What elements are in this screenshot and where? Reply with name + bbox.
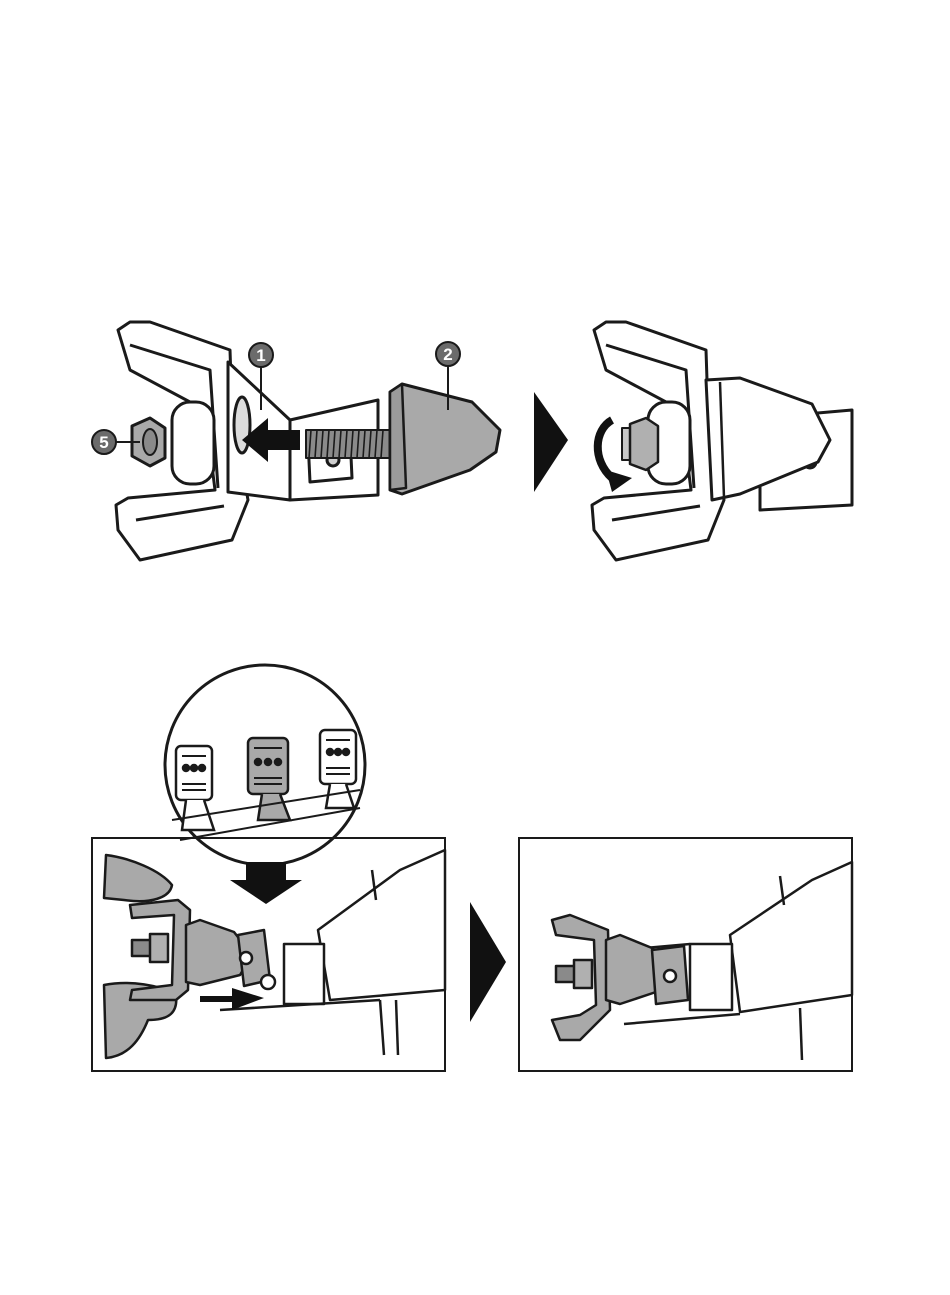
plate-screw-installed [664,970,676,982]
pedal-inset-magnifier [165,665,365,865]
step-2-assembled-view [592,322,852,560]
pedal-slider [284,944,324,1004]
callout-1-label: 1 [256,346,265,365]
pedal-rail [220,1000,384,1055]
step-4-installed-view [552,862,852,1060]
pedal-hole-install [261,975,275,989]
threaded-bolt [306,430,392,458]
nut-installed [574,960,592,988]
hex-nut-assembled [630,418,658,470]
pedal-body [318,850,445,1000]
callout-2-label: 2 [443,345,452,364]
play-triangle-icon-bottom [470,902,506,1022]
nut-install [150,934,168,962]
callout-5-label: 5 [99,433,108,452]
cone-base-rim [390,384,406,490]
bracket-clamp [172,402,214,484]
plate-screw-install [240,952,252,964]
pedal-slider-installed [690,944,732,1010]
pedal-body-installed [730,862,852,1012]
down-arrow-icon [230,862,302,904]
play-triangle-icon [534,392,568,492]
hand-top [104,855,172,901]
hex-nut-face [143,429,157,455]
